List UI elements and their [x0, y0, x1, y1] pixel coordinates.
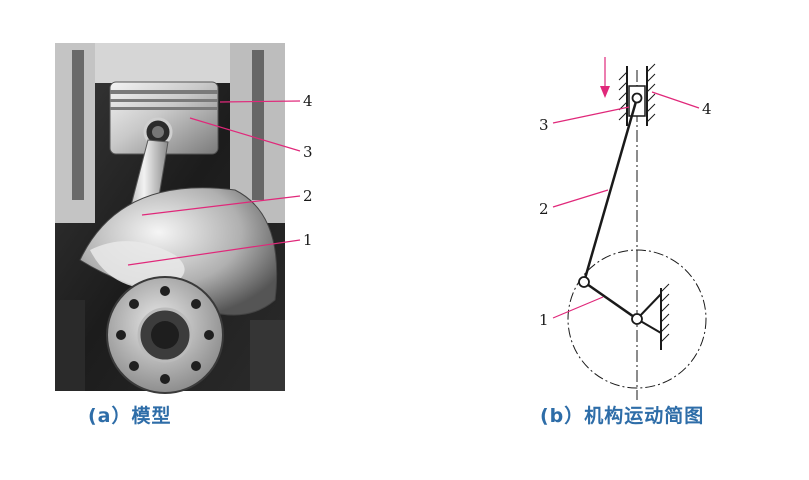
caption-kinematic-diagram: (b）机构运动简图 [540, 405, 705, 427]
engine-model-illustration [55, 43, 285, 394]
diagram-callout-2: 2 [539, 200, 549, 218]
diagram-callout-leaders [552, 91, 700, 319]
model-callout-leaders [127, 100, 301, 266]
kinematic-diagram [567, 57, 707, 400]
model-callout-1: 1 [303, 231, 313, 249]
flywheel-flange-model [106, 276, 224, 394]
crank-pin-joint [578, 276, 590, 288]
diagram-callout-4: 4 [702, 100, 712, 118]
main-bearing-joint [631, 313, 643, 325]
model-callout-2: 2 [303, 187, 313, 205]
diagram-callout-1: 1 [539, 311, 549, 329]
crank-link [583, 280, 638, 321]
cylinder-guide [618, 63, 656, 126]
diagram-callout-3: 3 [539, 116, 549, 134]
piston-model [109, 81, 219, 155]
arrow-down-icon [600, 57, 610, 98]
model-callout-3: 3 [303, 143, 313, 161]
connecting-rod-link [582, 97, 639, 283]
caption-model: (a）模型 [88, 405, 172, 427]
piston-pin-joint [631, 92, 643, 104]
model-callout-4: 4 [303, 92, 313, 110]
